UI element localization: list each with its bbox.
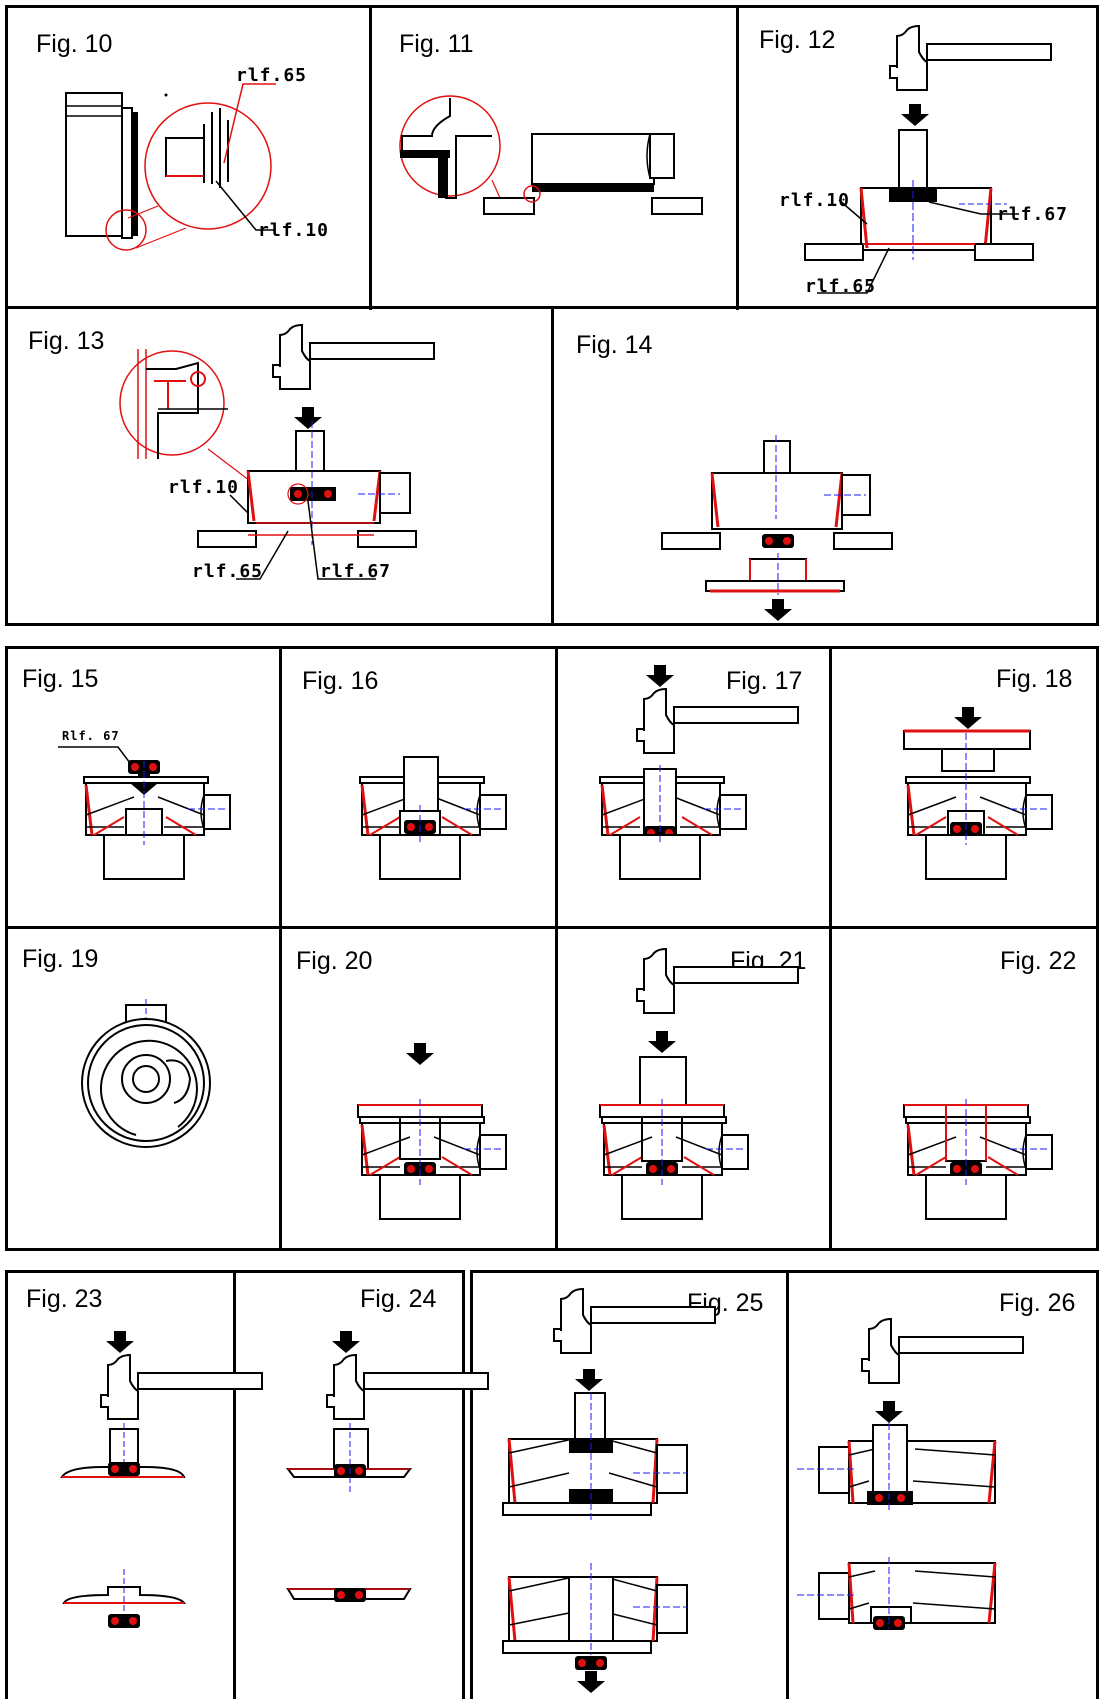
divider — [551, 306, 554, 626]
reference-label: Rlf. 67 — [62, 729, 120, 743]
fig19-drawing — [8, 929, 279, 1248]
reference-label: rlf.10 — [168, 477, 240, 498]
figure-22: Fig. 22 — [832, 929, 1099, 1248]
fig16-drawing — [358, 649, 508, 880]
fig26-drawing — [797, 1318, 1024, 1630]
figure-16: Fig. 16 — [282, 649, 555, 926]
figure-24: Fig. 24 — [236, 1273, 489, 1699]
figure-21: Fig. 21 — [558, 929, 829, 1248]
figure-caption: Fig. 10 — [36, 30, 113, 58]
fig20-drawing — [282, 1043, 508, 1220]
fig17-drawing — [598, 665, 799, 880]
figure-caption: Fig. 22 — [1000, 947, 1077, 975]
figure-caption: Fig. 11 — [399, 30, 474, 58]
figure-15: Fig. 15 Rlf. 67 — [8, 649, 279, 926]
fig15-drawing — [8, 649, 232, 880]
fig22-drawing — [832, 1099, 1054, 1220]
reference-label: rlf.10 — [258, 220, 330, 241]
fig11-drawing — [372, 8, 736, 306]
reference-label: rlf.65 — [805, 276, 877, 297]
reference-label: rlf.67 — [997, 204, 1069, 225]
figure-caption: Fig. 16 — [302, 667, 379, 695]
figure-23: Fig. 23 — [8, 1273, 263, 1699]
figure-13: Fig. 13 rlf.10 rlf.65 rl — [8, 309, 551, 623]
divider — [829, 646, 832, 1251]
divider — [736, 5, 739, 310]
figure-caption: Fig. 24 — [360, 1285, 437, 1313]
figure-17: Fig. 17 — [558, 649, 829, 926]
figure-11: Fig. 11 — [372, 8, 736, 306]
fig25-drawing — [473, 1288, 716, 1693]
fig13-drawing — [8, 324, 435, 623]
fig10-drawing — [8, 8, 369, 306]
figure-12: Fig. 12 rlf.10 rlf.67 rlf.65 — [739, 8, 1099, 306]
figure-caption: Fig. 26 — [999, 1289, 1076, 1317]
fig12-drawing — [739, 25, 1052, 306]
figure-caption: Fig. 17 — [726, 667, 803, 695]
fig14-drawing — [554, 435, 1099, 621]
divider — [555, 646, 558, 1251]
reference-label: rlf.65 — [236, 65, 308, 86]
divider — [369, 5, 372, 310]
divider — [279, 646, 282, 1251]
figure-20: Fig. 20 — [282, 929, 555, 1248]
figure-caption: Fig. 12 — [759, 26, 836, 54]
reference-label: rlf.65 — [192, 561, 264, 582]
figure-14: Fig. 14 — [554, 309, 1099, 623]
figure-caption: Fig. 20 — [296, 947, 373, 975]
figure-caption: Fig. 18 — [996, 665, 1073, 693]
fig18-drawing — [832, 707, 1054, 880]
figure-caption: Fig. 14 — [576, 331, 653, 359]
figure-19: Fig. 19 — [8, 929, 279, 1248]
figure-18: Fig. 18 — [832, 649, 1099, 926]
fig24-drawing — [236, 1331, 489, 1602]
reference-label: rlf.67 — [320, 561, 392, 582]
divider — [233, 1270, 236, 1699]
divider — [5, 926, 1099, 929]
figure-10: Fig. 10 rlf.65 rlf.10 — [8, 8, 369, 306]
figure-26: Fig. 26 — [789, 1273, 1099, 1699]
figure-25: Fig. 25 — [473, 1273, 786, 1699]
figure-caption: Fig. 13 — [28, 327, 105, 355]
reference-label: rlf.10 — [779, 190, 851, 211]
figure-caption: Fig. 15 — [22, 665, 99, 693]
figure-caption: Fig. 19 — [22, 945, 99, 973]
fig23-drawing — [8, 1331, 263, 1628]
divider — [786, 1270, 789, 1699]
fig21-drawing — [558, 948, 799, 1220]
figure-caption: Fig. 23 — [26, 1285, 103, 1313]
